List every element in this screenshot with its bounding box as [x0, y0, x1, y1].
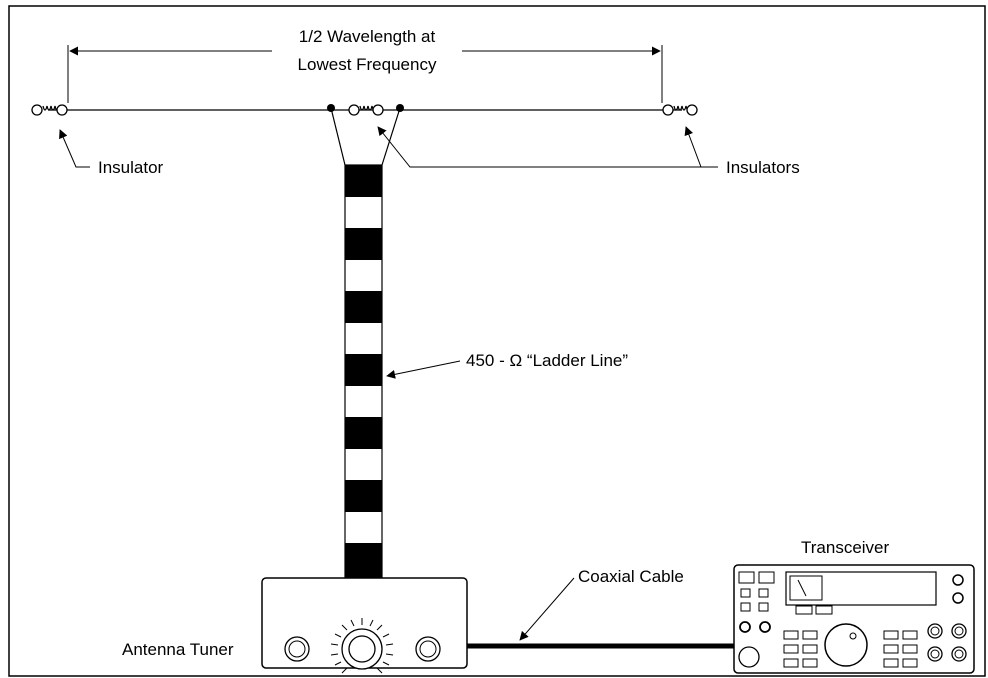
dimension-line	[67, 45, 663, 103]
feed-lead-left	[330, 107, 346, 166]
ladder-line	[344, 164, 383, 579]
knob-icon	[738, 646, 760, 668]
insulator-label: Insulator	[98, 158, 164, 177]
insulator-icon	[31, 104, 68, 116]
feed-lead-right	[381, 107, 401, 166]
knob-icon	[739, 621, 751, 633]
diagram-border	[8, 5, 986, 677]
transceiver	[733, 564, 975, 674]
dimension-label-line1: 1/2 Wavelength at	[299, 27, 436, 46]
knob-icon	[824, 623, 868, 667]
insulators-label: Insulators	[726, 158, 800, 177]
insulator-pointer	[59, 129, 90, 168]
knob-icon	[952, 574, 964, 586]
antenna-tuner-label: Antenna Tuner	[122, 640, 234, 659]
dimension-label-line2: Lowest Frequency	[298, 55, 437, 74]
tuner-dial-icon	[330, 618, 394, 674]
ladder-line-label: 450 - Ω “Ladder Line”	[466, 351, 628, 370]
antenna-tuner	[261, 577, 468, 674]
ladder-line-pointer	[386, 360, 461, 379]
knob-icon	[759, 621, 771, 633]
insulators-pointer-right	[684, 126, 718, 168]
insulators-pointer-center	[377, 126, 701, 168]
insulator-icon	[662, 104, 698, 116]
coax-label: Coaxial Cable	[578, 567, 684, 586]
transceiver-label: Transceiver	[801, 538, 890, 557]
meter-icon	[789, 575, 823, 601]
coax-pointer	[519, 577, 575, 641]
insulator-icon	[348, 104, 384, 116]
knob-icon	[952, 592, 964, 604]
